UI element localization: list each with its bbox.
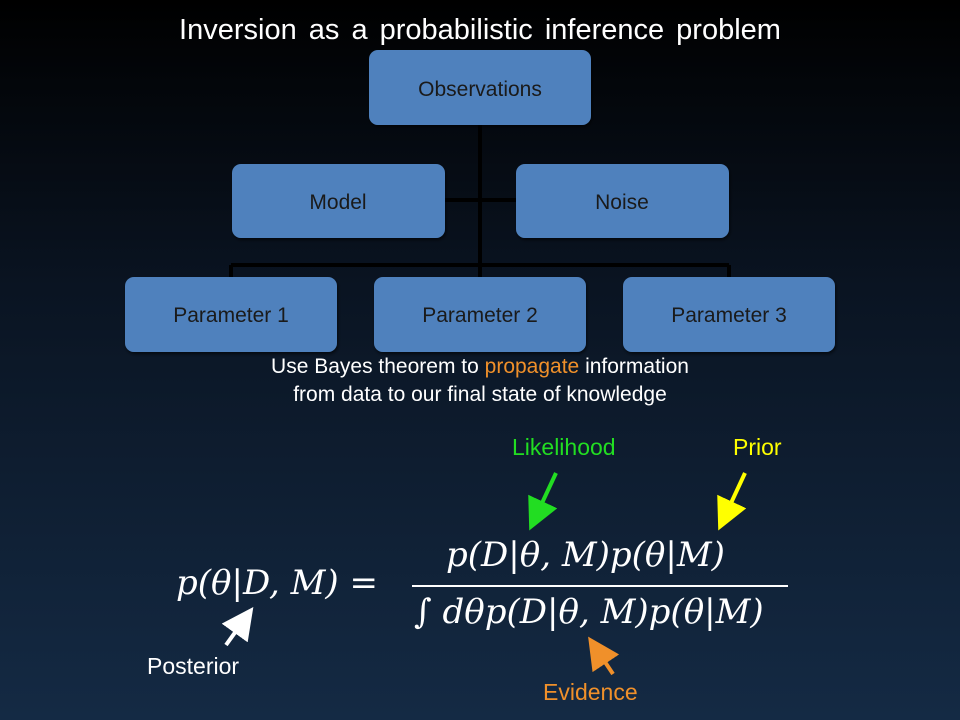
- prior-label: Prior: [733, 434, 782, 460]
- svg-text:Parameter 1: Parameter 1: [173, 304, 289, 327]
- formula-numerator: p(D|θ, M)p(θ|M): [446, 535, 725, 575]
- evidence-label: Evidence: [543, 679, 638, 705]
- formula-denominator: ∫ dθp(D|θ, M)p(θ|M): [414, 592, 764, 632]
- fraction-bar: [412, 585, 788, 587]
- likelihood-arrow: [528, 472, 558, 531]
- node-parameter-3: Parameter 3: [623, 277, 835, 352]
- evidence-arrow: [588, 636, 620, 676]
- svg-text:Noise: Noise: [595, 191, 649, 214]
- tree-connectors: [229, 125, 731, 277]
- caption-line-2: from data to our final state of knowledg…: [293, 383, 667, 406]
- node-noise: Noise: [516, 164, 729, 238]
- node-model: Model: [232, 164, 445, 238]
- posterior-label: Posterior: [147, 653, 240, 679]
- caption-accent-word: propagate: [484, 355, 580, 378]
- svg-text:Observations: Observations: [418, 78, 542, 101]
- svg-text:Model: Model: [309, 191, 366, 214]
- node-observations: Observations: [369, 50, 591, 125]
- slide-title: Inversion as a probabilistic inference p…: [179, 14, 781, 46]
- posterior-arrow: [221, 607, 254, 647]
- formula-lhs: p(θ|D, M) =: [176, 563, 378, 603]
- svg-text:Parameter 3: Parameter 3: [671, 304, 787, 327]
- prior-arrow: [717, 472, 747, 531]
- likelihood-label: Likelihood: [512, 434, 616, 460]
- node-parameter-2: Parameter 2: [374, 277, 586, 352]
- caption-line-1: Use Bayes theorem to propagate informati…: [271, 355, 689, 378]
- svg-text:Parameter 2: Parameter 2: [422, 304, 538, 327]
- node-parameter-1: Parameter 1: [125, 277, 337, 352]
- bayes-caption: Use Bayes theorem to propagate informati…: [180, 353, 780, 409]
